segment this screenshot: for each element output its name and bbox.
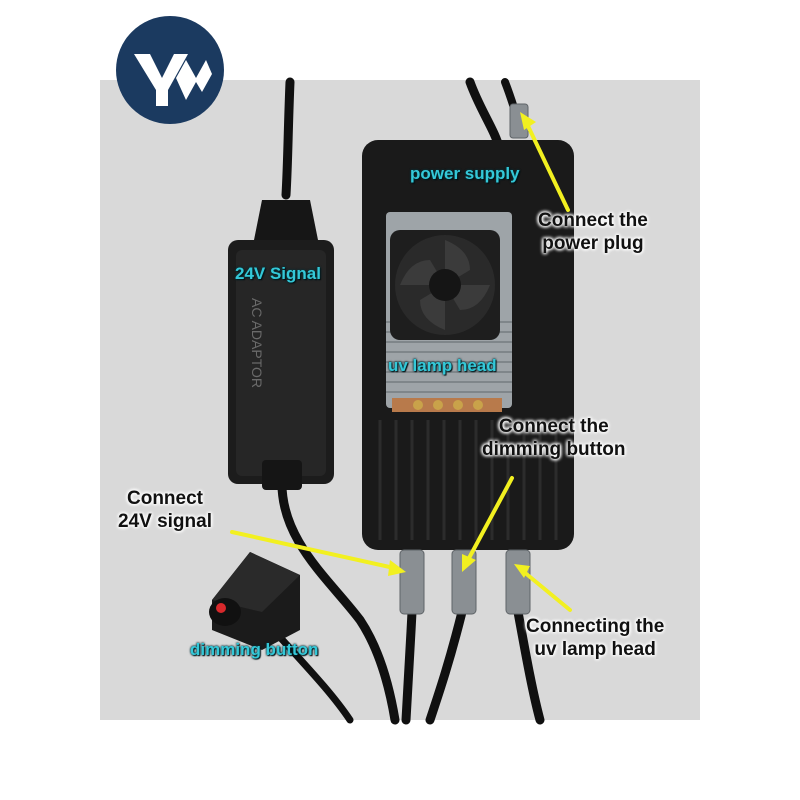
power-cable-left xyxy=(465,77,505,155)
connecting-uv-lamp-head-line1: Connecting the xyxy=(526,616,665,637)
controller-box xyxy=(362,103,574,615)
adapter-top-cable xyxy=(281,77,295,200)
connect-24v-signal-label: Connect 24V signal xyxy=(118,488,212,534)
connect-power-plug-line2: power plug xyxy=(542,232,644,254)
connect-24v-signal-line1: Connect xyxy=(127,488,203,509)
dimming-cable xyxy=(425,607,467,725)
connecting-uv-lamp-head-line2: uv lamp head xyxy=(534,638,656,660)
dimming-button-label: dimming button xyxy=(190,640,319,659)
connect-power-plug-label: Connect the power plug xyxy=(538,210,648,256)
connect-24v-signal-line2: 24V signal xyxy=(118,510,212,532)
adapter-print: AC ADAPTOR xyxy=(249,298,265,388)
callout-arrows xyxy=(230,112,572,612)
connect-dimming-button-label: Connect the dimming button xyxy=(482,416,626,462)
power-supply-label: power supply xyxy=(410,164,520,183)
uv-lamp-head-label: uv lamp head xyxy=(388,356,497,375)
connect-dimming-button-line2: dimming button xyxy=(482,438,626,460)
connect-power-plug-line1: Connect the xyxy=(538,210,648,231)
lamp-cable xyxy=(513,607,545,725)
adapter-bottom-cable xyxy=(277,475,400,725)
dimming-knob xyxy=(209,552,300,650)
connecting-uv-lamp-head-label: Connecting the uv lamp head xyxy=(526,616,664,662)
connect-dimming-button-line1: Connect the xyxy=(498,416,609,437)
signal-cable xyxy=(401,607,417,725)
ac-adapter: AC ADAPTOR xyxy=(228,200,334,490)
signal-24v-label: 24V Signal xyxy=(235,264,321,283)
ym-logo-icon xyxy=(116,16,224,124)
